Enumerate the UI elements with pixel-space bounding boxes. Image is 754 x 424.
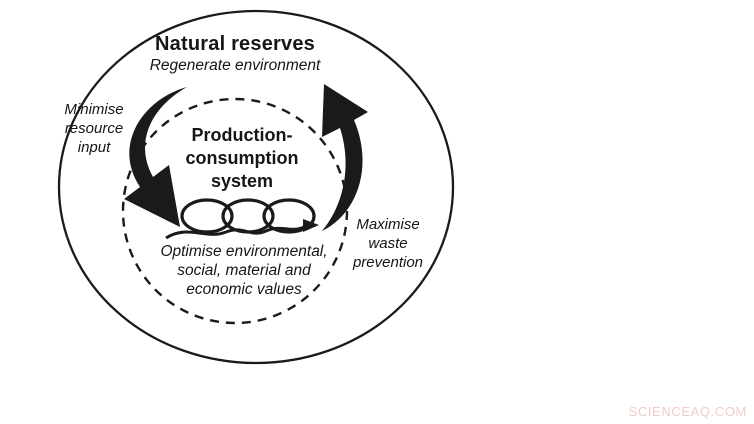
coil-loop-icon [180, 198, 234, 234]
regenerate-environment-subtitle: Regenerate environment [149, 57, 321, 74]
optimise-values-label: Optimise environmental, social, material… [160, 243, 328, 298]
production-consumption-system-title: Production- consumption system [185, 125, 299, 191]
production-loop-coil [165, 198, 319, 240]
natural-reserves-title: Natural reserves [155, 33, 315, 55]
coil-weave-line [165, 224, 307, 240]
minimise-resource-input-label: Minimise resource input [64, 101, 124, 156]
watermark: SCIENCEAQ.COM [628, 404, 747, 419]
coil-loop-icon [262, 198, 316, 234]
outer-ellipse [57, 9, 455, 365]
waste-return-arrow [322, 84, 368, 231]
coil-arrowhead-icon [303, 219, 319, 232]
resource-input-arrow [124, 87, 187, 227]
maximise-waste-prevention-label: Maximise waste prevention [352, 216, 424, 271]
inner-dashed-circle [121, 97, 349, 325]
